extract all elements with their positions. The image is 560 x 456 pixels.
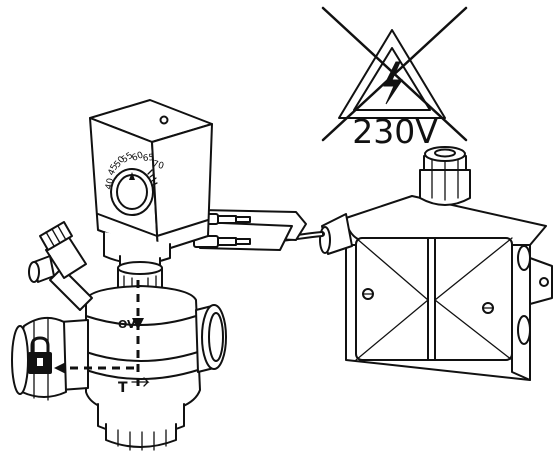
lightning-bolt-icon bbox=[383, 61, 403, 105]
connection-cable bbox=[193, 209, 325, 251]
dial-scale-label: 70 bbox=[151, 159, 165, 172]
dial-ticks bbox=[147, 169, 158, 186]
actuator-head: 40 45 50 55 60 65 70 bbox=[89, 99, 213, 275]
dial-scale-label: 45 bbox=[107, 163, 121, 178]
knockout-icon bbox=[517, 245, 531, 271]
knockout-icon bbox=[517, 315, 531, 345]
dial-pointer-icon bbox=[129, 172, 135, 180]
port-label-ov: OV bbox=[118, 318, 136, 331]
flow-arrow-down-icon bbox=[132, 318, 144, 330]
actuator-side bbox=[151, 123, 213, 253]
high-voltage-warning-icon bbox=[321, 6, 468, 142]
dial-scale-label: 60 bbox=[131, 150, 145, 163]
voltage-label: 230V bbox=[352, 112, 438, 151]
cross-line-icon bbox=[321, 6, 468, 142]
outlet-arrow-icon bbox=[131, 377, 150, 387]
indicator-led-icon bbox=[159, 115, 169, 125]
outlet-label: T bbox=[118, 380, 128, 396]
padlock-icon bbox=[28, 336, 52, 374]
mixing-valve: OV T bbox=[11, 221, 227, 451]
flow-arrow-left-icon bbox=[54, 362, 66, 374]
dial-scale-label: 65 bbox=[142, 153, 154, 164]
junction-box bbox=[319, 146, 553, 381]
dial-scale-label: 40 bbox=[104, 177, 116, 191]
valve-body bbox=[85, 285, 201, 415]
